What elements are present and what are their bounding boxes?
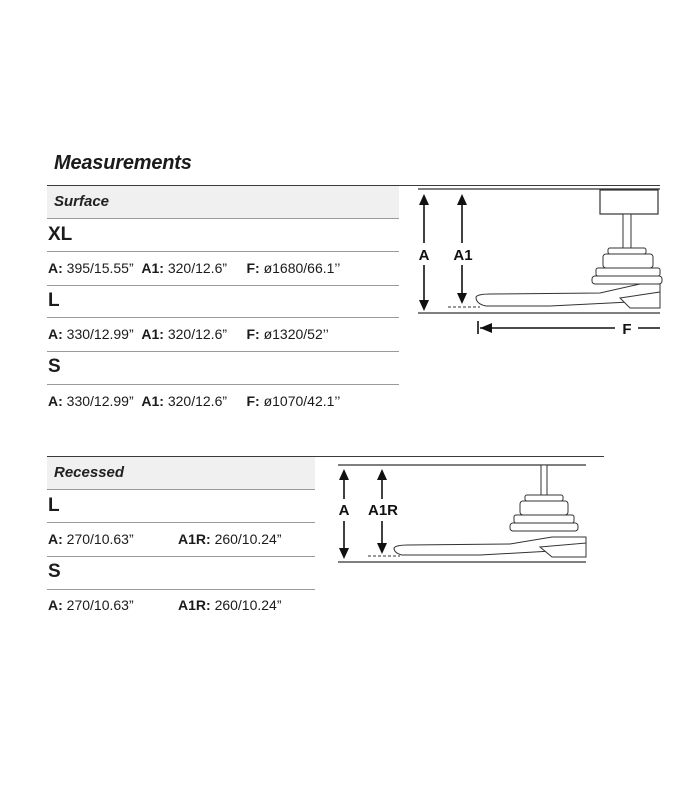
spec-value-a1: 320/12.6”: [167, 393, 228, 409]
canopy-shape: [599, 189, 659, 215]
spec-row-xl: A: 395/15.55” A1: 320/12.6” F: ø1680/66.…: [48, 260, 340, 276]
spec-value-f: ø1680/66.1’’: [263, 260, 341, 276]
spec-row-recessed-l: A: 270/10.63”: [48, 531, 134, 547]
spec-label: F:: [246, 393, 260, 409]
divider: [47, 384, 399, 385]
surface-heading: Surface: [47, 186, 399, 218]
divider: [47, 285, 399, 286]
spec-value-f: ø1070/42.1’’: [263, 393, 341, 409]
spec-label: A:: [48, 393, 63, 409]
spec-row-recessed-l-a1r: A1R: 260/10.24”: [178, 531, 282, 547]
spec-value-a1r: 260/10.24”: [214, 531, 282, 547]
spec-label: F:: [246, 326, 260, 342]
spec-label: A1R:: [178, 531, 211, 547]
surface-top-rule: [47, 185, 660, 186]
page-title: Measurements: [54, 152, 192, 174]
spec-label: A1:: [141, 393, 164, 409]
spec-row-l: A: 330/12.99” A1: 320/12.6” F: ø1320/52’…: [48, 326, 329, 342]
dimension-label-a1r: A1R: [368, 502, 398, 519]
spec-value-a1: 320/12.6”: [167, 260, 228, 276]
fan-blade-shape: [475, 283, 661, 307]
recessed-fan-diagram: A A1R: [336, 464, 587, 563]
spec-label: A1:: [141, 260, 164, 276]
divider: [47, 218, 399, 219]
spec-value-a1r: 260/10.24”: [214, 597, 282, 613]
spec-label: F:: [246, 260, 260, 276]
divider: [47, 489, 315, 490]
size-label-s: S: [48, 356, 61, 377]
recessed-top-rule: [47, 456, 604, 457]
divider: [47, 351, 399, 352]
size-label-s: S: [48, 561, 61, 582]
surface-fan-diagram: A A1 F: [416, 188, 663, 338]
spec-label: A1:: [141, 326, 164, 342]
fan-blade-shape: [393, 536, 587, 556]
recessed-heading: Recessed: [47, 457, 315, 489]
spec-value-a: 270/10.63”: [66, 531, 134, 547]
spec-label: A1R:: [178, 597, 211, 613]
spec-value-a: 270/10.63”: [66, 597, 134, 613]
size-label-l: L: [48, 495, 60, 516]
divider: [47, 589, 315, 590]
spec-label: A:: [48, 260, 63, 276]
spec-label: A:: [48, 597, 63, 613]
spec-value-a: 330/12.99”: [66, 326, 134, 342]
spec-row-recessed-s: A: 270/10.63”: [48, 597, 134, 613]
divider: [47, 251, 399, 252]
spec-value-a1: 320/12.6”: [167, 326, 228, 342]
spec-label: A:: [48, 326, 63, 342]
divider: [47, 556, 315, 557]
dimension-label-a: A: [419, 247, 430, 264]
divider: [47, 522, 315, 523]
spec-row-recessed-s-a1r: A1R: 260/10.24”: [178, 597, 282, 613]
size-label-l: L: [48, 290, 60, 311]
spec-value-a: 330/12.99”: [66, 393, 134, 409]
spec-value-a: 395/15.55”: [66, 260, 134, 276]
spec-row-s: A: 330/12.99” A1: 320/12.6” F: ø1070/42.…: [48, 393, 340, 409]
spec-value-f: ø1320/52’’: [263, 326, 329, 342]
spec-label: A:: [48, 531, 63, 547]
dimension-label-a1: A1: [453, 247, 472, 264]
divider: [47, 317, 399, 318]
dimension-label-a: A: [339, 502, 350, 519]
size-label-xl: XL: [48, 224, 73, 245]
dimension-label-f: F: [622, 321, 631, 338]
